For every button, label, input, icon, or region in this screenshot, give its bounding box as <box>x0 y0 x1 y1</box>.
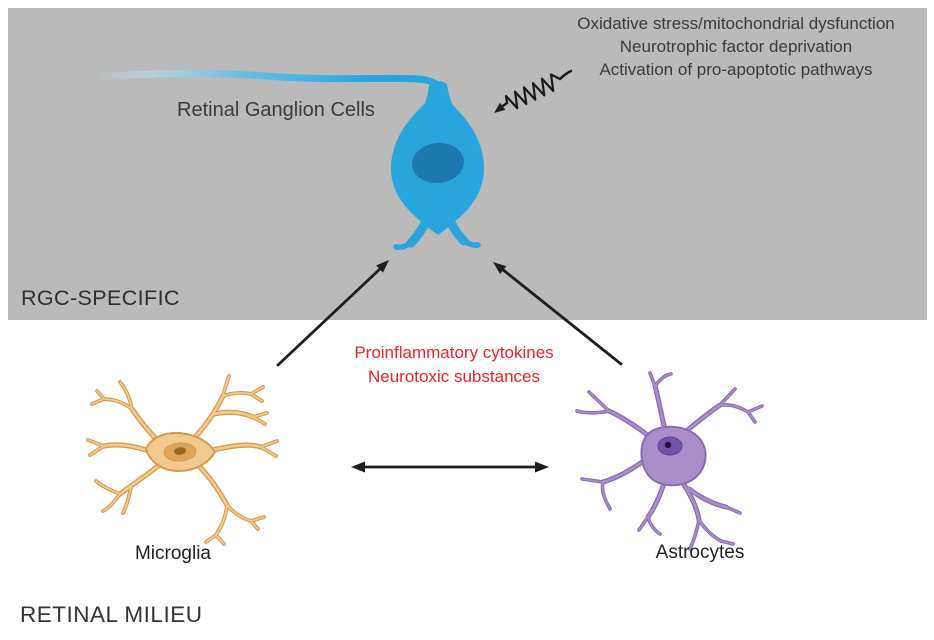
stress-squiggle-arrow <box>494 69 573 113</box>
retinal-ganglion-cells-label: Retinal Ganglion Cells <box>177 99 375 121</box>
rgc-stressor-list: Oxidative stress/mitochondrial dysfuncti… <box>540 12 932 81</box>
mediator-text: Proinflammatory cytokines Neurotoxic sub… <box>302 341 606 389</box>
arrow-microglia-astrocytes <box>351 461 549 473</box>
astrocyte-nucleolus <box>664 441 672 449</box>
rgc-nucleus <box>412 142 464 184</box>
microglia-label: Microglia <box>134 543 212 564</box>
astrocyte-soma <box>640 425 707 487</box>
rgc-dendrite-right-tip <box>459 236 481 248</box>
rgc-axon <box>92 69 445 108</box>
stressor-line: Activation of pro-apoptotic pathways <box>599 60 873 79</box>
mediator-line: Proinflammatory cytokines <box>354 343 554 362</box>
squiggle-arrowhead <box>494 102 506 113</box>
rgc-dendrite-left-tip <box>393 239 415 250</box>
astrocytes-label: Astrocytes <box>655 542 745 563</box>
astrocyte-illustration <box>575 371 764 551</box>
stressor-line: Oxidative stress/mitochondrial dysfuncti… <box>577 14 895 33</box>
arrow-astrocytes-to-rgc <box>493 262 623 366</box>
rgc-specific-title: RGC-SPECIFIC <box>21 286 180 310</box>
microglia-nucleolus <box>174 447 186 455</box>
stressor-line: Neurotrophic factor deprivation <box>619 37 853 56</box>
arrow-microglia-to-rgc <box>276 260 389 367</box>
mediator-line: Neurotoxic substances <box>368 367 540 386</box>
rgc-neuron-illustration <box>92 69 484 250</box>
microglia-illustration <box>86 374 279 546</box>
retinal-milieu-title: RETINAL MILIEU <box>20 602 203 627</box>
